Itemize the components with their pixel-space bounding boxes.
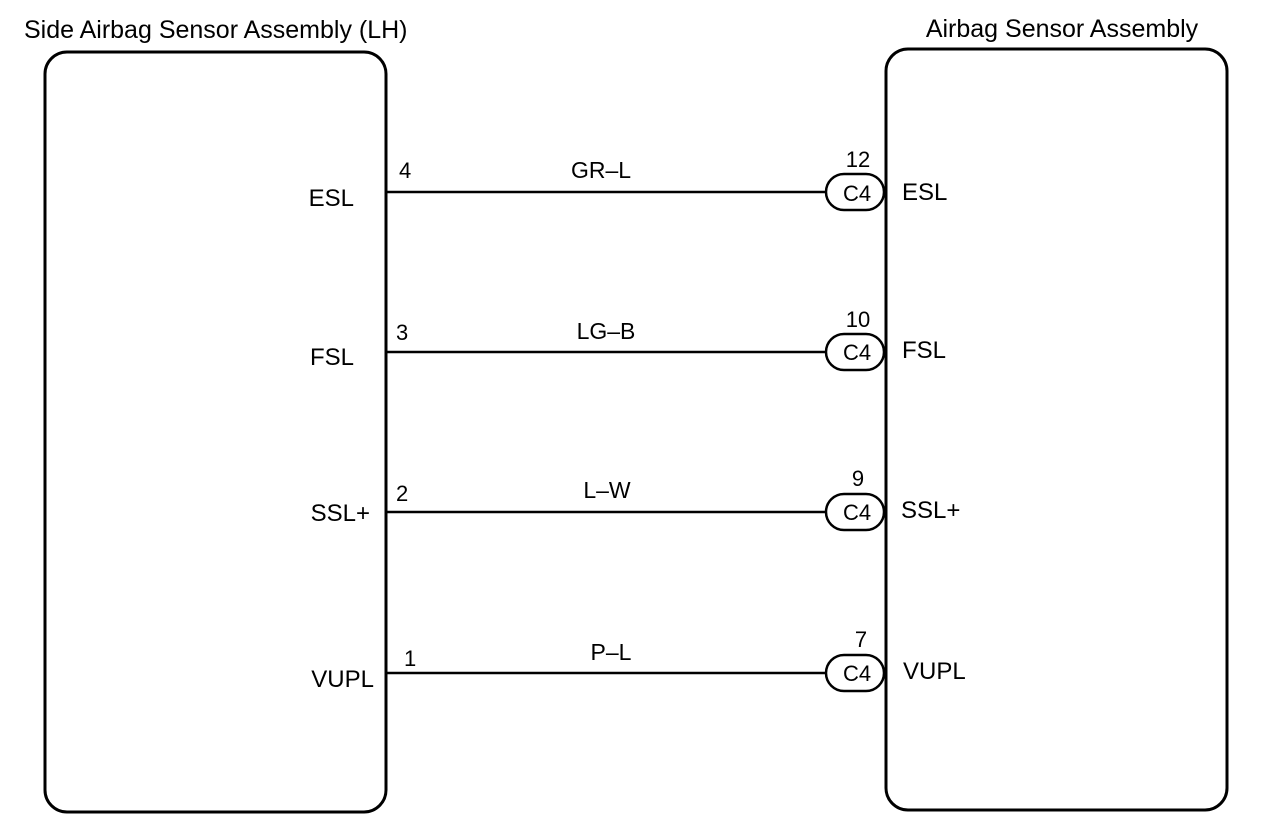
right-pin-number: 9 (852, 466, 864, 491)
wire-color-label: GR–L (571, 157, 631, 183)
right-component-box (884, 47, 1229, 812)
right-pin-number: 10 (846, 307, 870, 332)
wire-color-label: LG–B (577, 318, 636, 344)
left-component-box (43, 50, 388, 814)
right-terminal-label: FSL (902, 337, 946, 364)
right-terminal-label: SSL+ (901, 497, 960, 524)
connector-label: C4 (843, 181, 871, 206)
connector-label: C4 (843, 340, 871, 365)
left-pin-number: 4 (399, 158, 411, 183)
connector-badge (824, 492, 886, 532)
left-terminal-label: FSL (310, 344, 354, 371)
connector-badge (824, 332, 886, 372)
left-pin-number: 1 (404, 646, 416, 671)
wire-color-label: P–L (591, 639, 632, 665)
wire-color-label: L–W (583, 477, 631, 503)
circuit-row: VUPL 1 P–L C4 7 VUPL (311, 627, 965, 693)
connector-label: C4 (843, 661, 871, 686)
right-pin-number: 12 (846, 147, 870, 172)
left-terminal-label: ESL (309, 185, 354, 212)
right-terminal-label: ESL (902, 179, 947, 206)
left-terminal-label: VUPL (311, 666, 374, 693)
right-terminal-label: VUPL (903, 658, 966, 685)
left-pin-number: 2 (396, 481, 408, 506)
circuit-row: FSL 3 LG–B C4 10 FSL (310, 307, 946, 372)
left-component-title: Side Airbag Sensor Assembly (LH) (24, 16, 408, 44)
connector-badge (824, 172, 886, 212)
right-component-title: Airbag Sensor Assembly (926, 15, 1199, 43)
right-pin-number: 7 (855, 627, 867, 652)
connector-label: C4 (843, 500, 871, 525)
left-pin-number: 3 (396, 320, 408, 345)
left-terminal-label: SSL+ (311, 500, 370, 527)
connector-badge (824, 653, 886, 693)
circuit-row: ESL 4 GR–L C4 12 ESL (309, 147, 948, 212)
circuit-row: SSL+ 2 L–W C4 9 SSL+ (311, 466, 960, 532)
